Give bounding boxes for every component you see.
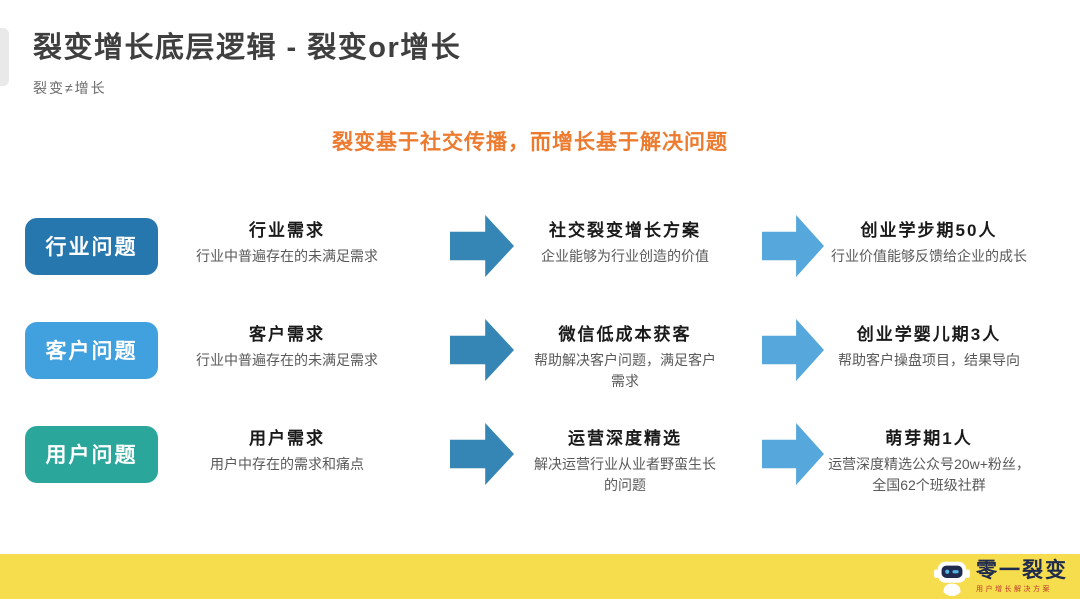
step-title: 用户需求 [249, 429, 325, 448]
step-desc: 运营深度精选公众号20w+粉丝，全国62个班级社群 [828, 456, 1030, 493]
step-title: 行业需求 [249, 221, 325, 240]
flow-row-industry: 行业问题 行业需求 行业中普遍存在的未满足需求 社交裂变增长方案 企业能够为行业… [0, 194, 1080, 298]
step-desc: 行业价值能够反馈给企业的成长 [831, 248, 1027, 264]
step-desc: 解决运营行业从业者野蛮生长的问题 [534, 456, 716, 493]
step-result: 创业学婴儿期3人 帮助客户操盘项目，结果导向 [824, 323, 1034, 371]
step-solution: 社交裂变增长方案 企业能够为行业创造的价值 [530, 219, 720, 267]
label-user-problem: 用户问题 [25, 425, 158, 483]
step-title: 创业学婴儿期3人 [856, 325, 1002, 344]
step-title: 社交裂变增长方案 [549, 221, 701, 240]
label-industry-problem: 行业问题 [25, 217, 158, 275]
step-title: 客户需求 [249, 325, 325, 344]
step-need: 客户需求 行业中普遍存在的未满足需求 [172, 323, 402, 371]
step-desc: 行业中普遍存在的未满足需求 [196, 248, 378, 264]
right-arrow-icon [762, 215, 824, 277]
step-solution: 运营深度精选 解决运营行业从业者野蛮生长的问题 [530, 427, 720, 496]
left-accent-bar [0, 28, 9, 86]
flow-row-user: 用户问题 用户需求 用户中存在的需求和痛点 运营深度精选 解决运营行业从业者野蛮… [0, 402, 1080, 506]
flow-row-customer: 客户问题 客户需求 行业中普遍存在的未满足需求 微信低成本获客 帮助解决客户问题… [0, 298, 1080, 402]
step-result: 萌芽期1人 运营深度精选公众号20w+粉丝，全国62个班级社群 [824, 427, 1034, 496]
step-need: 行业需求 行业中普遍存在的未满足需求 [172, 219, 402, 267]
label-customer-problem: 客户问题 [25, 321, 158, 379]
page-title: 裂变增长底层逻辑 - 裂变or增长 [33, 32, 462, 64]
step-title: 萌芽期1人 [885, 429, 973, 448]
slide-header: 裂变增长底层逻辑 - 裂变or增长 裂变≠增长 [33, 30, 461, 98]
footer-bar: 零一裂变 用户增长解决方案 [0, 554, 1080, 599]
brand-text: 零一裂变 用户增长解决方案 [976, 560, 1068, 594]
step-desc: 企业能够为行业创造的价值 [541, 248, 709, 264]
step-desc: 帮助客户操盘项目，结果导向 [838, 352, 1020, 368]
right-arrow-icon [450, 215, 514, 277]
step-title: 创业学步期50人 [860, 221, 998, 240]
flow-diagram: 行业问题 行业需求 行业中普遍存在的未满足需求 社交裂变增长方案 企业能够为行业… [0, 194, 1080, 506]
step-result: 创业学步期50人 行业价值能够反馈给企业的成长 [824, 219, 1034, 267]
right-arrow-icon [450, 423, 514, 485]
step-solution: 微信低成本获客 帮助解决客户问题，满足客户需求 [530, 323, 720, 392]
right-arrow-icon [450, 319, 514, 381]
step-title: 微信低成本获客 [558, 325, 692, 344]
right-arrow-icon [762, 423, 824, 485]
step-desc: 用户中存在的需求和痛点 [210, 456, 364, 472]
page-subtitle: 裂变≠增长 [33, 80, 107, 96]
step-desc: 行业中普遍存在的未满足需求 [196, 352, 378, 368]
key-statement: 裂变基于社交传播，而增长基于解决问题 [332, 131, 728, 154]
step-desc: 帮助解决客户问题，满足客户需求 [534, 352, 716, 389]
brand-logo: 零一裂变 用户增长解决方案 [933, 558, 1068, 596]
robot-icon [933, 561, 971, 596]
brand-name: 零一裂变 [976, 559, 1068, 582]
right-arrow-icon [762, 319, 824, 381]
step-need: 用户需求 用户中存在的需求和痛点 [172, 427, 402, 475]
step-title: 运营深度精选 [568, 429, 682, 448]
brand-tagline: 用户增长解决方案 [976, 586, 1052, 593]
